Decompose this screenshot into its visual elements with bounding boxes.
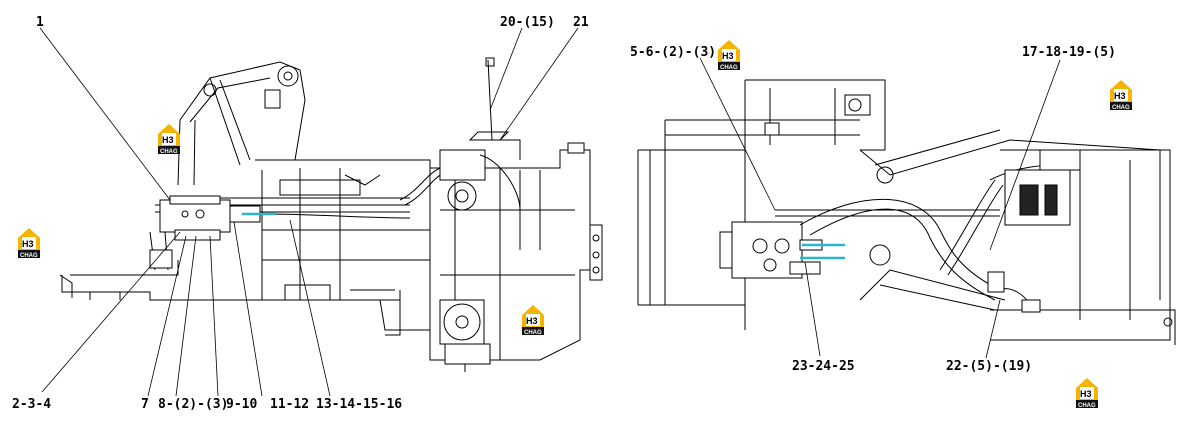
label-8-2-3: 8-(2)-(3) bbox=[158, 397, 228, 412]
label-22-5-19: 22-(5)-(19) bbox=[946, 359, 1032, 374]
watermark-logo-1: H3 CHAG bbox=[158, 124, 180, 155]
label-7: 7 bbox=[141, 397, 149, 412]
label-21: 21 bbox=[573, 15, 589, 30]
svg-text:CHAG: CHAG bbox=[720, 65, 738, 71]
left-assembly-drawing bbox=[59, 57, 603, 372]
label-1: 1 bbox=[36, 15, 44, 30]
label-5-6-2-3: 5-6-(2)-(3) bbox=[630, 45, 716, 60]
label-2-3-4: 2-3-4 bbox=[12, 397, 51, 412]
svg-text:CHAG: CHAG bbox=[160, 149, 178, 155]
watermark-logo-5: H3 CHAG bbox=[1110, 80, 1132, 111]
svg-text:CHAG: CHAG bbox=[1078, 403, 1096, 409]
left-leader-lines bbox=[39, 27, 579, 397]
label-17-18-19-5: 17-18-19-(5) bbox=[1022, 45, 1116, 60]
svg-text:H3: H3 bbox=[162, 135, 174, 145]
label-11-12: 11-12 bbox=[270, 397, 309, 412]
svg-text:H3: H3 bbox=[22, 239, 34, 249]
svg-text:CHAG: CHAG bbox=[524, 330, 542, 336]
watermark-logo-6: H3 CHAG bbox=[1076, 378, 1098, 409]
part-number-labels: 1 2-3-4 7 8-(2)-(3) 9-10 11-12 13-14-15-… bbox=[12, 15, 1116, 412]
watermark-logo-4: H3 CHAG bbox=[718, 40, 740, 71]
svg-text:CHAG: CHAG bbox=[20, 253, 38, 259]
watermark-logo-2: H3 CHAG bbox=[18, 228, 40, 259]
svg-text:CHAG: CHAG bbox=[1112, 105, 1130, 111]
svg-text:H3: H3 bbox=[722, 51, 734, 61]
label-13-14-15-16: 13-14-15-16 bbox=[316, 397, 402, 412]
right-assembly-drawing bbox=[637, 79, 1176, 345]
right-leader-lines bbox=[699, 57, 1061, 359]
label-20-15: 20-(15) bbox=[500, 15, 555, 30]
watermark-logo-3: H3 CHAG bbox=[522, 305, 544, 336]
svg-text:H3: H3 bbox=[1080, 389, 1092, 399]
svg-text:H3: H3 bbox=[526, 316, 538, 326]
label-23-24-25: 23-24-25 bbox=[792, 359, 855, 374]
label-9-10: 9-10 bbox=[226, 397, 257, 412]
svg-text:H3: H3 bbox=[1114, 91, 1126, 101]
